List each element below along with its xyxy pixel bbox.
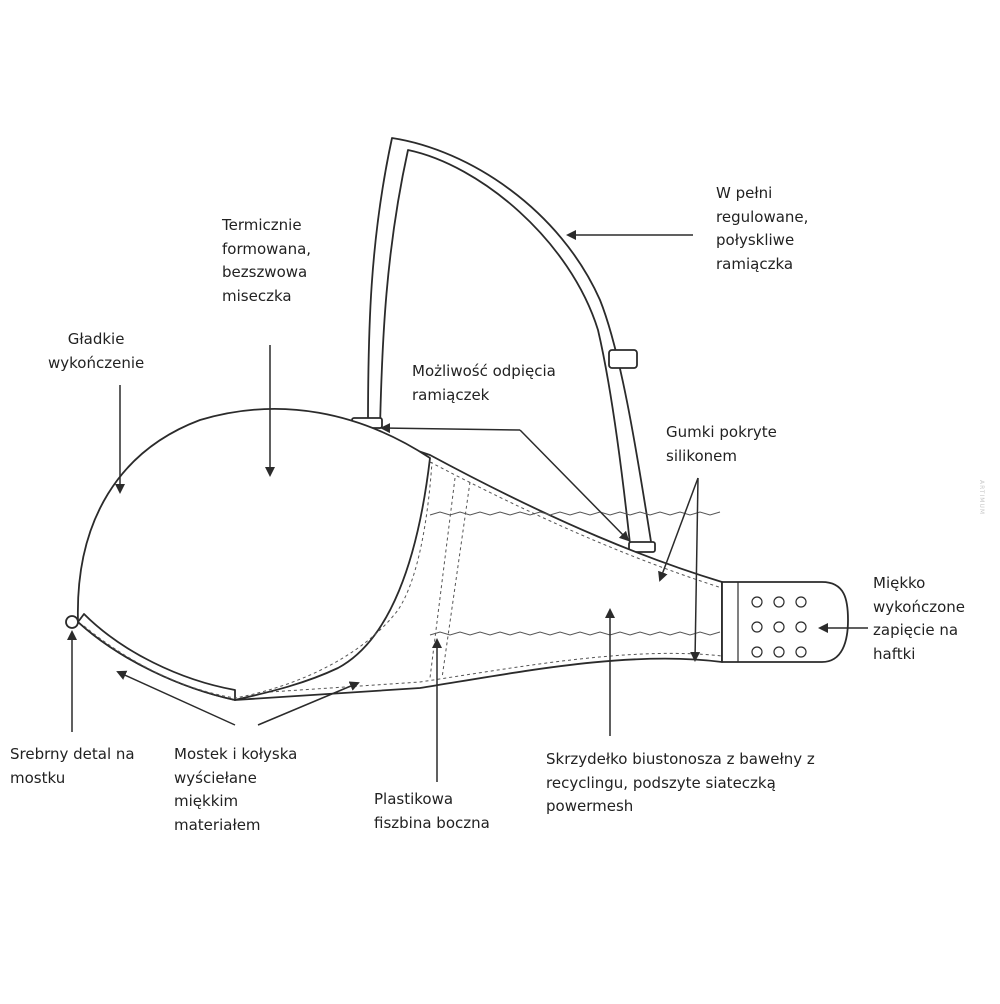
cradle-stitch (83, 461, 433, 699)
label-plastic-boning: Plastikowa fiszbina boczna (374, 790, 490, 832)
label-hook-closure: Miękko wykończone zapięcie na haftki (873, 574, 966, 663)
strap-ring-back (628, 541, 656, 553)
side-boning-edge (441, 481, 471, 679)
label-detachable-straps: Możliwość odpięcia ramiączek (412, 362, 556, 404)
silver-bridge-detail (65, 615, 79, 629)
label-adjustable-straps: W pełni regulowane, połyskliwe ramiączka (716, 184, 809, 273)
underwire-cradle (77, 613, 236, 701)
hook-eyes (751, 596, 807, 658)
label-recycled-wing: Skrzydełko biustonosza z bawełny z recyc… (546, 750, 815, 815)
arrow-gumki-2 (690, 477, 701, 662)
band-bottom-edge (239, 652, 723, 695)
arrow-odpiecie (380, 423, 521, 434)
label-thermoformed-cup: Termicznie formowana, bezszwowa miseczka (222, 216, 312, 305)
band-top-edge (429, 461, 723, 589)
watermark: ARTIMUM (978, 480, 985, 516)
wing-mesh-lower (429, 631, 721, 636)
label-silver-bridge: Srebrny detal na mostku (10, 745, 135, 787)
label-padded-cradle: Mostek i kołyska wyściełane miękkim mate… (174, 745, 298, 834)
hook-and-eye-closure (721, 581, 849, 663)
wing-mesh-upper (429, 511, 721, 516)
arrow-gumki-1 (658, 477, 699, 582)
arrow-mostek-2 (257, 681, 360, 726)
arrow-odpiecie-back (519, 429, 630, 542)
label-silicone-elastic: Gumki pokryte silikonem (666, 423, 777, 465)
strap-adjuster (608, 349, 638, 369)
arrow-mostek-1 (116, 670, 236, 726)
label-smooth-finish: Gładkie wykończenie (48, 330, 145, 372)
